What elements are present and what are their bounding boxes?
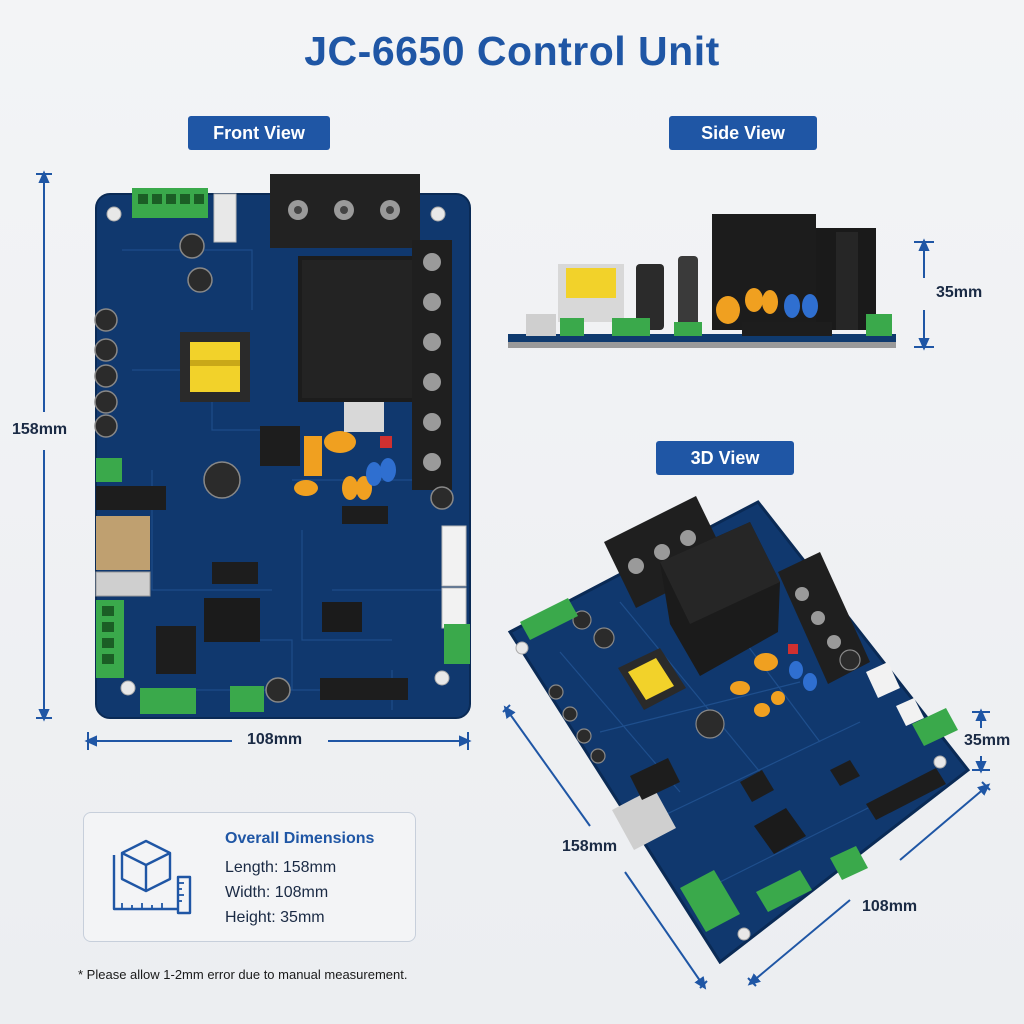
cube-measure-icon	[112, 839, 192, 915]
measurement-note: * Please allow 1-2mm error due to manual…	[78, 967, 408, 982]
side-view-board	[508, 214, 896, 348]
overall-dimensions-card: Overall Dimensions Length: 158mm Width: …	[83, 812, 416, 942]
front-width-line	[84, 732, 472, 750]
front-height-text: 158mm	[12, 421, 68, 438]
side-height-line	[914, 238, 934, 351]
3d-view-label: 3D View	[656, 441, 794, 475]
overall-dimensions-heading: Overall Dimensions	[225, 830, 375, 847]
side-height-text: 35mm	[936, 284, 983, 301]
front-width-text: 108mm	[247, 731, 303, 748]
length-value: Length: 158mm	[225, 859, 337, 876]
3d-width-line	[747, 781, 991, 987]
3d-length-line	[502, 704, 708, 990]
front-view-board	[94, 174, 471, 719]
height-value: Height: 35mm	[225, 909, 325, 926]
side-view-label: Side View	[669, 116, 817, 150]
front-view-label: Front View	[188, 116, 330, 150]
3d-width-text: 108mm	[862, 898, 918, 915]
front-height-line	[36, 170, 52, 722]
3d-height-text: 35mm	[964, 732, 1011, 749]
3d-length-text: 158mm	[562, 838, 618, 855]
3d-view-board	[507, 496, 970, 964]
page-title: JC-6650 Control Unit	[304, 28, 720, 74]
width-value: Width: 108mm	[225, 884, 329, 901]
3d-height-line	[972, 708, 990, 774]
